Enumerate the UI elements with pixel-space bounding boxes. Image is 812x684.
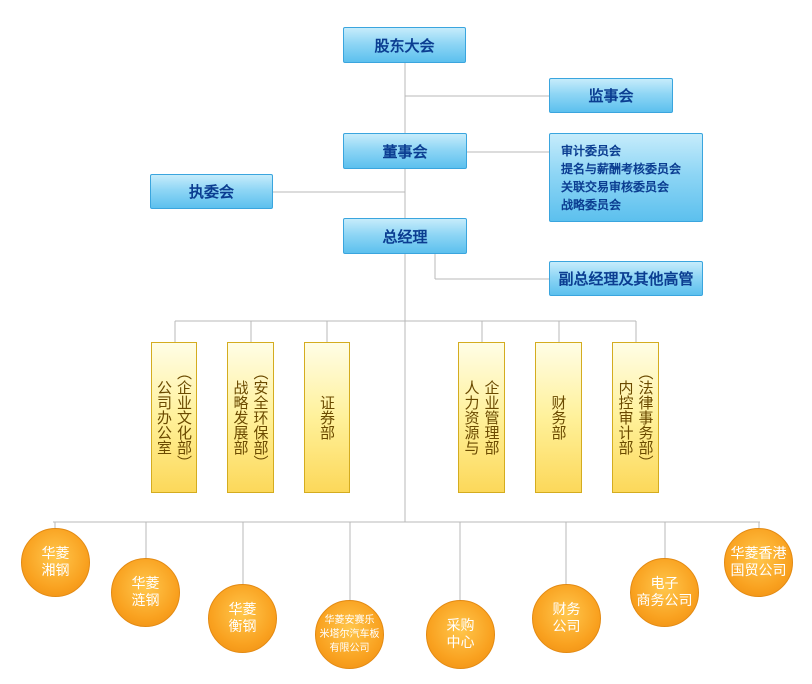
deputy-gm-box: 副总经理及其他高管	[549, 261, 703, 296]
subsidiary-hk-trading: 华菱香港 国贸公司	[724, 528, 793, 597]
subsidiary-label-line: 有限公司	[329, 642, 370, 654]
subsidiary-label-line: 涟钢	[131, 592, 160, 609]
dept-label-line: （企业文化部）	[175, 365, 193, 470]
subsidiary-label-line: 国贸公司	[730, 562, 787, 579]
committee-nomination-remuneration: 提名与薪酬考核委员会	[561, 161, 682, 176]
dept-label-line: 内控审计部	[616, 380, 635, 455]
subsidiary-label-line: 华菱安赛乐	[324, 614, 375, 626]
committee-audit: 审计委员会	[561, 143, 622, 158]
subsidiary-label-line: 湘钢	[41, 562, 70, 579]
subsidiary-label-line: 米塔尔汽车板	[319, 628, 380, 640]
subsidiary-label-line: 华菱	[131, 575, 160, 592]
dept-finance: 财务部	[535, 342, 582, 493]
subsidiary-finance-company: 财务 公司	[532, 584, 601, 653]
subsidiary-label-line: 电子	[650, 575, 679, 592]
subsidiary-label-line: 财务	[552, 601, 581, 618]
dept-strategy-development: （安全环保部） 战略发展部	[227, 342, 274, 493]
shareholders-meeting-box: 股东大会	[343, 27, 466, 63]
dept-label-line: 财务部	[549, 395, 568, 440]
committee-related-party: 关联交易审核委员会	[561, 179, 670, 194]
committee-strategy: 战略委员会	[561, 197, 622, 212]
supervisory-board-box: 监事会	[549, 78, 673, 113]
dept-internal-audit: （法律事务部） 内控审计部	[612, 342, 659, 493]
dept-hr-management: 企业管理部 人力资源与	[458, 342, 505, 493]
general-manager-box: 总经理	[343, 218, 467, 254]
dept-general-office: （企业文化部） 公司办公室	[151, 342, 197, 493]
board-committees-box: 审计委员会 提名与薪酬考核委员会 关联交易审核委员会 战略委员会	[549, 133, 703, 222]
subsidiary-label-line: 公司	[552, 618, 581, 635]
dept-label-line: 公司办公室	[155, 380, 173, 455]
subsidiary-label-line: 华菱	[228, 601, 257, 618]
board-of-directors-box: 董事会	[343, 133, 467, 169]
subsidiary-label-line: 采购	[446, 617, 475, 634]
subsidiary-hengsteel: 华菱 衡钢	[208, 584, 277, 653]
subsidiary-xiangsteel: 华菱 湘钢	[21, 528, 90, 597]
subsidiary-ecommerce: 电子 商务公司	[630, 558, 699, 627]
dept-securities: 证券部	[304, 342, 350, 493]
subsidiary-vama-automotive: 华菱安赛乐 米塔尔汽车板 有限公司	[315, 600, 384, 669]
dept-label-line: 人力资源与	[462, 380, 481, 455]
subsidiary-label-line: 华菱	[41, 545, 70, 562]
executive-committee-box: 执委会	[150, 174, 273, 209]
subsidiary-procurement-center: 采购 中心	[426, 600, 495, 669]
subsidiary-label-line: 衡钢	[228, 618, 257, 635]
dept-label-line: （安全环保部）	[251, 365, 270, 470]
subsidiary-label-line: 华菱香港	[730, 545, 787, 562]
dept-label-line: （法律事务部）	[636, 365, 655, 470]
dept-label-line: 战略发展部	[231, 380, 250, 455]
subsidiary-label-line: 中心	[446, 634, 475, 651]
subsidiary-liansteel: 华菱 涟钢	[111, 558, 180, 627]
dept-label-line: 证券部	[318, 395, 336, 440]
subsidiary-label-line: 商务公司	[636, 592, 693, 609]
dept-label-line: 企业管理部	[482, 380, 501, 455]
